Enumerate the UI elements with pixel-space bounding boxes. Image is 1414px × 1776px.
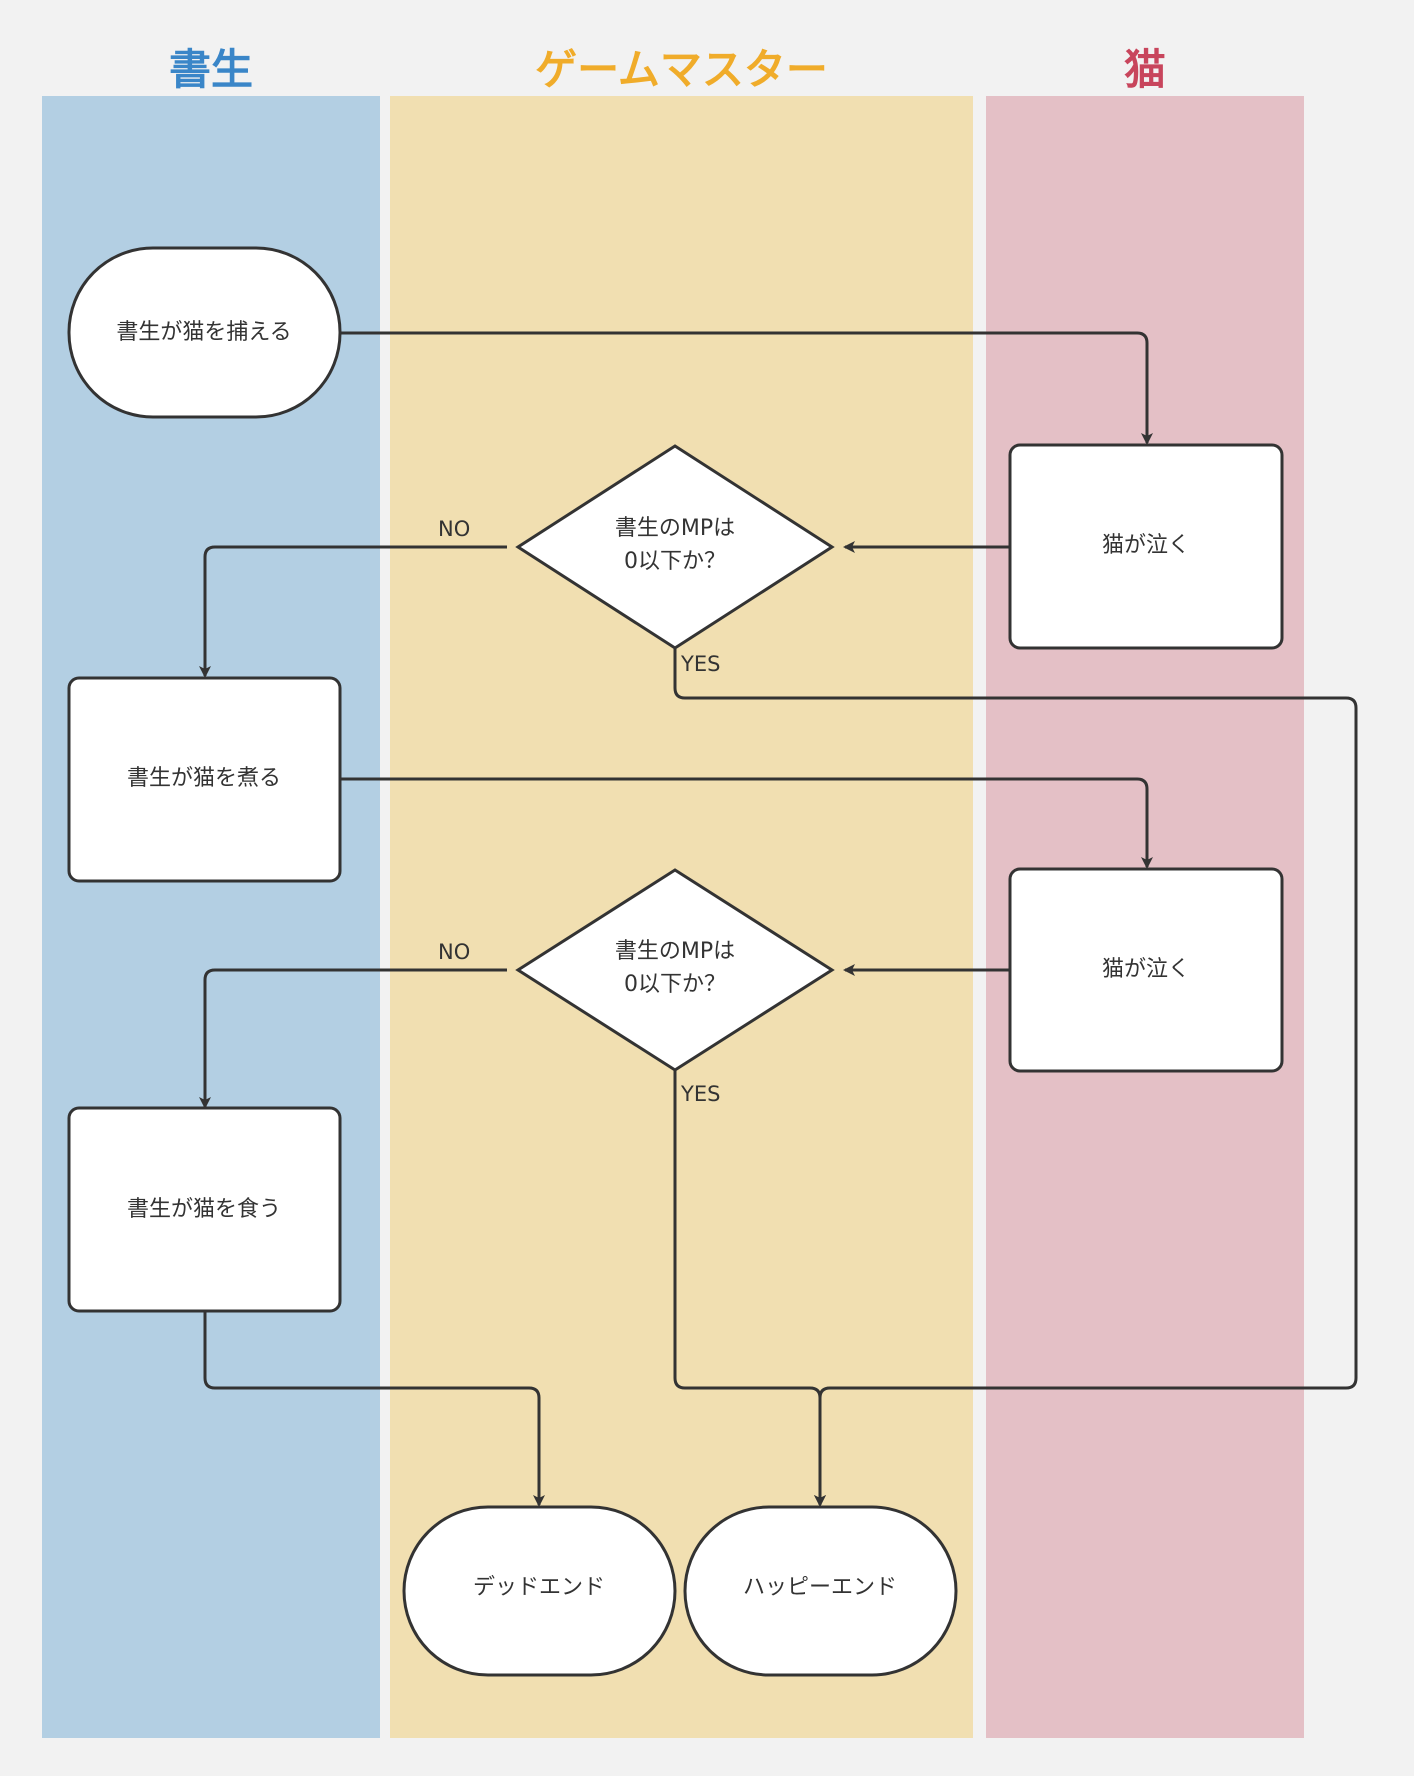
- node-decision1-label-line1: 書生のMPは: [615, 516, 735, 541]
- edge-decision1-no: [199, 545, 507, 678]
- edge-start-to-cry1: [340, 331, 1153, 445]
- edge-eat-to-dead-end: [203, 1312, 545, 1507]
- lane-title-student: 書生: [168, 45, 253, 94]
- edge-boil-to-cry2: [340, 777, 1153, 869]
- edge-decision2-no: [199, 968, 507, 1109]
- node-eat-label: 書生が猫を食う: [127, 1197, 281, 1222]
- node-cry2-label: 猫が泣く: [1102, 957, 1190, 982]
- edge-label-decision2-yes: YES: [680, 1082, 720, 1106]
- node-cry1-label: 猫が泣く: [1102, 533, 1190, 558]
- node-eat-shape: [67, 1106, 342, 1313]
- lane-title-game-master: ゲームマスター: [535, 45, 828, 94]
- edge-label-decision2-no: NO: [438, 940, 470, 964]
- node-decision2-label-line1: 書生のMPは: [615, 939, 735, 964]
- edge-label-decision1-no: NO: [438, 517, 470, 541]
- node-happy-end-shape: [683, 1505, 958, 1677]
- node-boil-shape: [67, 676, 342, 883]
- node-dead-end-label: デッドエンド: [473, 1575, 605, 1600]
- node-decision2-label-line2: 0以下か？: [624, 972, 726, 997]
- node-start-label: 書生が猫を捕える: [116, 320, 291, 345]
- edge-decision2-yes: [673, 1070, 826, 1507]
- node-boil-label: 書生が猫を煮る: [127, 766, 281, 791]
- node-cry2-shape: [1008, 867, 1284, 1073]
- node-dead-end-shape: [402, 1505, 677, 1677]
- node-decision1-shape: [515, 444, 835, 650]
- node-decision1-label-line2: 0以下か？: [624, 549, 726, 574]
- edge-label-decision1-yes: YES: [680, 652, 720, 676]
- edge-decision1-yes: [673, 648, 1358, 1507]
- node-decision2-shape: [515, 868, 835, 1072]
- node-start-shape: [67, 246, 342, 419]
- lane-title-cat: 猫: [1123, 45, 1166, 94]
- node-happy-end-label: ハッピーエンド: [743, 1575, 897, 1600]
- node-cry1-shape: [1008, 443, 1284, 650]
